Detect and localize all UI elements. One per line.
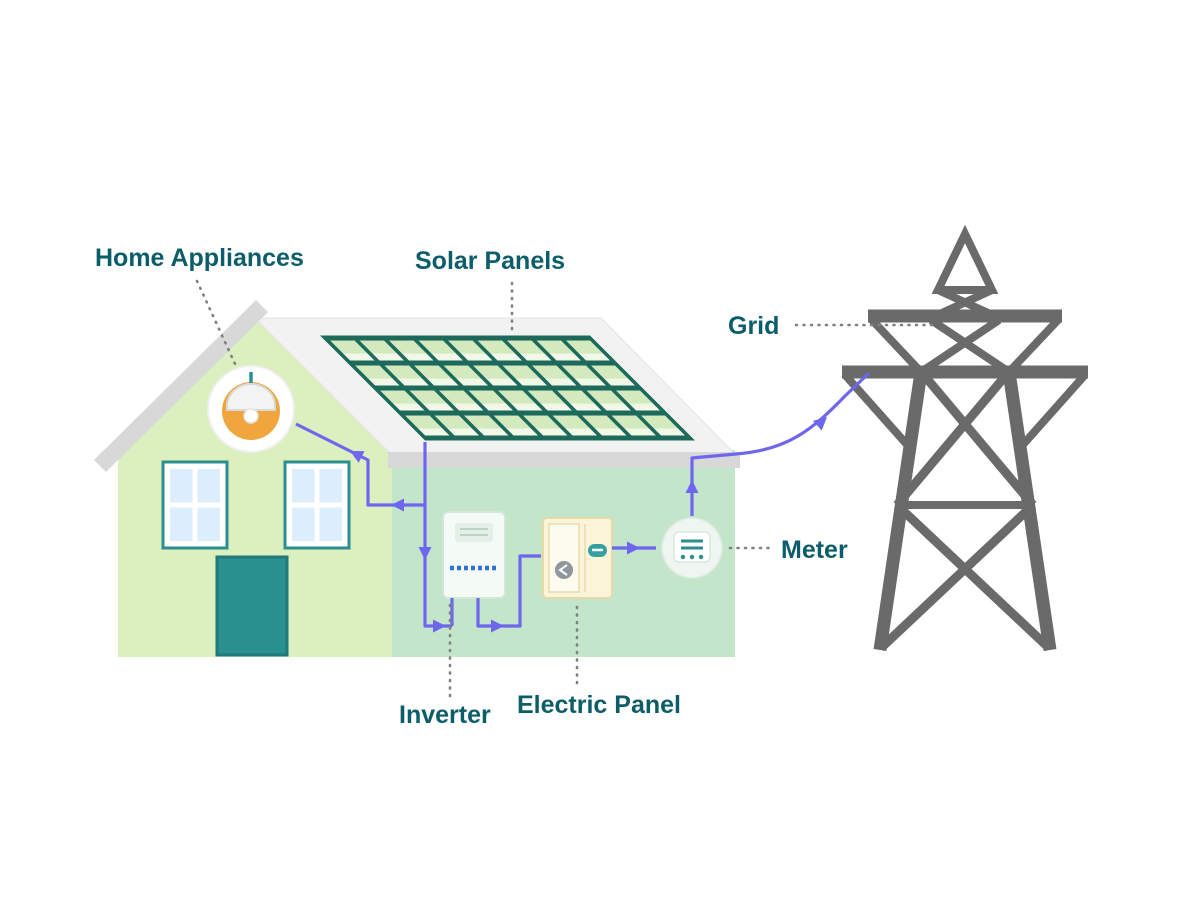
label-solar-panels: Solar Panels [415,247,565,275]
window-left [161,460,229,550]
label-grid: Grid [728,312,779,340]
house-front-wall [118,317,392,657]
house [93,299,740,657]
panel-door [548,523,580,593]
flow-inverter-to-panel [476,554,541,628]
flow-arrowhead [350,451,365,463]
inverter-vent [455,523,493,542]
label-electric-panel: Electric Panel [517,691,681,719]
lamp-bulb [243,408,259,424]
door [215,555,289,657]
roof-eave-fascia [388,452,740,468]
label-home-appliances: Home Appliances [95,244,304,272]
solar-panel-array [320,335,695,441]
flow-arrowhead [433,619,446,633]
flow-meter-to-grid [690,371,871,516]
flow-arrowhead [418,547,432,560]
inverter-box-icon [442,511,506,599]
window-right [283,460,351,550]
lamp-shade [226,383,276,411]
energy-flow-lines [295,371,871,633]
leader-home-appliances [195,279,238,368]
flow-arrowhead [685,480,699,493]
pendant-lamp-icon [207,365,295,453]
flow-arrowhead [391,498,404,512]
transmission-tower-icon [842,224,1088,652]
labels: Home Appliances Solar Panels Grid Meter … [95,244,848,729]
panel-knob [555,561,573,579]
flow-arrowhead [491,619,504,633]
label-leader-lines [195,279,938,699]
flow-arrowhead [627,541,640,555]
roof-left-edge [93,299,269,473]
breaker-panel-icon [542,517,613,599]
label-inverter: Inverter [399,701,491,729]
flow-arrowhead [812,417,827,431]
label-meter: Meter [781,536,848,564]
power-meter-icon [661,517,723,579]
